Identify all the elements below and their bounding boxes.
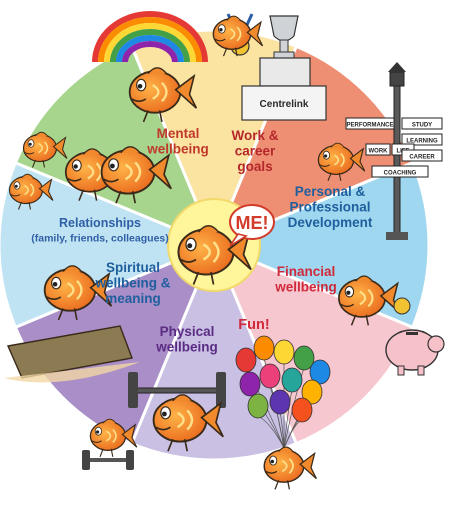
svg-text:Centrelink: Centrelink	[260, 99, 309, 110]
sign-board: PERFORMANCE	[345, 117, 395, 130]
balloon	[301, 379, 323, 405]
balloon	[293, 345, 315, 371]
sign-board-label: WORK	[369, 149, 389, 155]
yoga-mat-icon	[4, 325, 140, 383]
podium-icon: Centrelink	[241, 57, 327, 121]
balloon	[291, 397, 313, 423]
trophy-icon	[269, 15, 299, 59]
balloon	[259, 363, 281, 389]
sign-board-label: LEARNING	[406, 139, 438, 145]
sign-board: CAREER	[401, 149, 443, 162]
fish-character-icon	[263, 446, 318, 491]
sign-board-label: CAREER	[409, 155, 435, 161]
balloon	[235, 347, 257, 373]
balloon	[269, 389, 291, 415]
sign-board: LEARNING	[401, 133, 443, 146]
balloon	[239, 371, 261, 397]
balloon	[253, 335, 275, 361]
balloon-string	[283, 389, 293, 449]
balloon	[247, 393, 269, 419]
sign-board-label: COACHING	[384, 171, 417, 177]
rainbow-icon	[92, 11, 208, 63]
sign-board: WORK	[365, 143, 391, 156]
balloon	[281, 367, 303, 393]
sign-board: COACHING	[371, 165, 429, 178]
balloon	[273, 339, 295, 365]
segment-label-fun: Fun!	[238, 317, 269, 333]
coin-icon	[393, 297, 411, 315]
signpost-icon: PERFORMANCESTUDYLEARNINGWORKLIFECAREERCO…	[345, 62, 443, 240]
piggy-bank-icon	[385, 329, 445, 376]
speech-bubble: ME!	[229, 204, 275, 247]
dumbbell-icon	[82, 450, 134, 470]
sign-board-label: STUDY	[412, 123, 432, 129]
sign-board-label: PERFORMANCE	[346, 123, 393, 129]
segment-label-relationships: Relationships(family, friends, colleague…	[31, 216, 169, 245]
sign-board: STUDY	[401, 117, 443, 130]
center-label: ME!	[236, 213, 269, 233]
balloon	[309, 359, 331, 385]
barbell-icon	[128, 372, 226, 408]
balloons-icon	[235, 335, 331, 449]
